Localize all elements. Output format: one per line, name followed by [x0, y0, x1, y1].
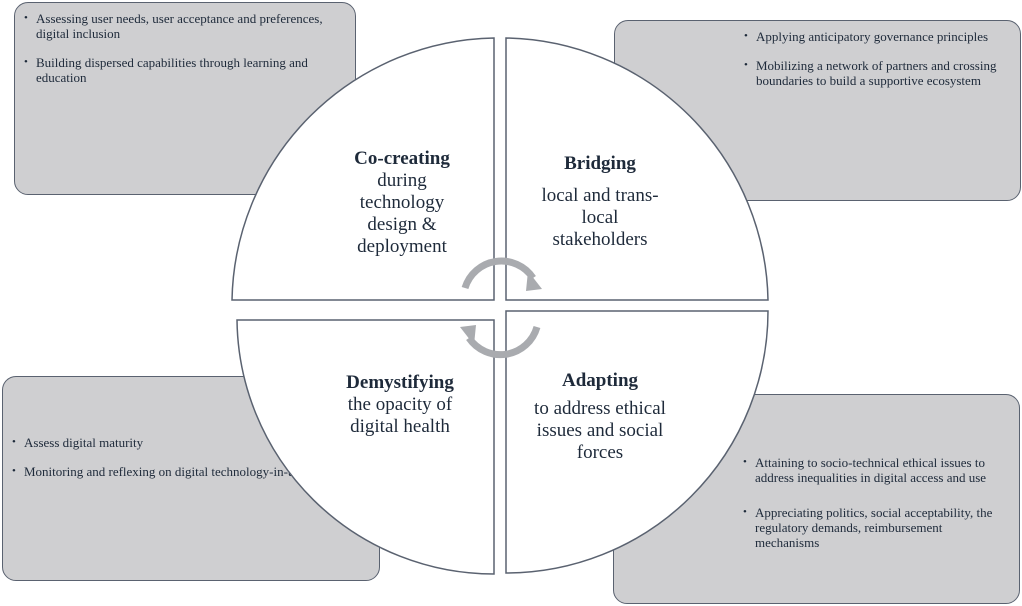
cycle-arrowhead-top	[526, 271, 542, 291]
quadrant-line: issues and social	[536, 420, 664, 441]
quadrant-line: local	[581, 207, 619, 228]
quadrant-line: to address ethical	[534, 398, 666, 419]
quadrant-line: technology	[359, 192, 445, 213]
quadrant-line: the opacity of	[347, 394, 453, 415]
quadrant-top-right	[505, 37, 769, 301]
quadrant-text-demystifying: Demystifying the opacity of digital heal…	[320, 372, 480, 438]
quadrant-line: during	[377, 170, 427, 191]
quadrant-top-left	[231, 37, 495, 301]
note-item: Appreciating politics, social acceptabil…	[742, 505, 1009, 550]
quadrant-bottom-left	[236, 319, 495, 575]
quadrant-line: digital health	[350, 416, 450, 437]
quadrant-text-co-creating: Co-creating during technology design & d…	[322, 148, 482, 258]
cycle-arrowhead-bottom	[460, 325, 476, 345]
quadrant-line: stakeholders	[552, 229, 648, 250]
note-item: Monitoring and reflexing on digital tech…	[11, 464, 367, 479]
quadrant-text-adapting: Adapting to address ethical issues and s…	[512, 370, 688, 464]
quadrant-heading: Bridging	[564, 153, 636, 174]
quadrant-line: local and trans-	[541, 185, 659, 206]
note-item: Applying anticipatory governance princip…	[743, 29, 1010, 44]
cycle-arrow-icon	[461, 257, 541, 359]
quadrant-text-bridging: Bridging local and trans- local stakehol…	[520, 153, 680, 251]
quadrant-heading: Adapting	[561, 370, 639, 391]
note-item: Assessing user needs, user acceptance an…	[23, 11, 343, 41]
note-item: Attaining to socio-technical ethical iss…	[742, 455, 1009, 485]
quadrant-heading: Co-creating	[354, 148, 450, 169]
quadrant-bottom-right	[505, 310, 769, 574]
top-left-note-box: Assessing user needs, user acceptance an…	[14, 2, 356, 195]
quadrant-heading: Demystifying	[346, 372, 454, 393]
note-item: Assess digital maturity	[11, 435, 367, 450]
quadrant-line: forces	[576, 442, 624, 463]
quadrant-line: design &	[367, 214, 437, 235]
note-item: Building dispersed capabilities through …	[23, 55, 343, 85]
note-item: Mobilizing a network of partners and cro…	[743, 58, 1010, 88]
quadrant-line: deployment	[357, 236, 447, 257]
